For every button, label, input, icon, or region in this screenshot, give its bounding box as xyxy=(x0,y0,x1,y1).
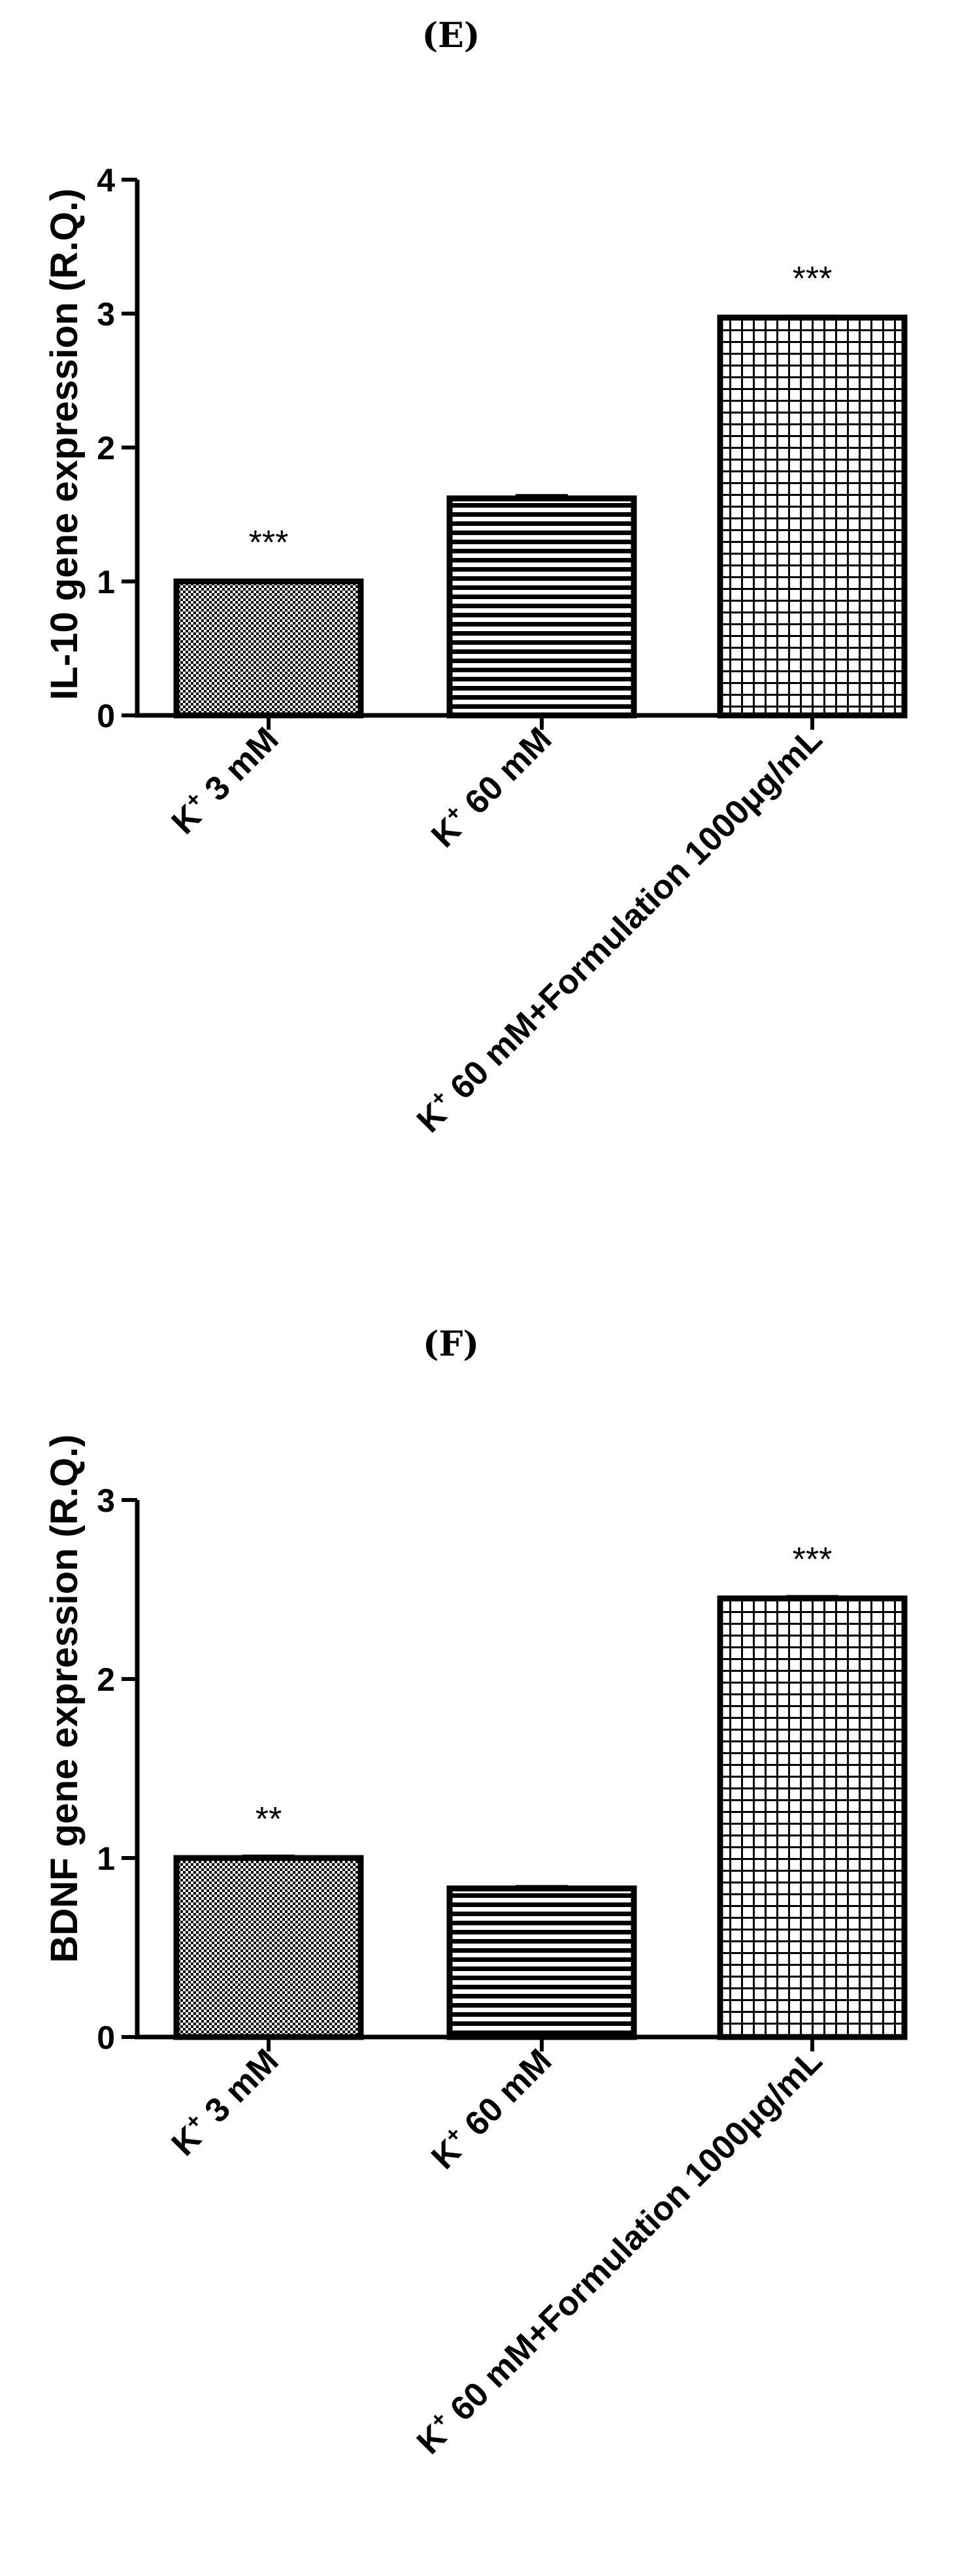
panel-f: (F) BDNF gene expression (R.Q.) 0 1 2 3 ** K+… xyxy=(43,1324,908,2462)
y-axis-label: IL-10 gene expression (R.Q.) xyxy=(43,188,86,700)
significance-label: *** xyxy=(249,524,289,562)
y-tick-label: 0 xyxy=(97,698,115,734)
y-tick-label: 0 xyxy=(97,2019,115,2056)
y-tick-label: 2 xyxy=(97,1661,115,1698)
bar xyxy=(446,1885,637,2040)
significance-label: *** xyxy=(793,260,833,298)
x-tick-label: K+ 60 mM xyxy=(422,719,559,855)
y-tick-label: 3 xyxy=(97,296,115,333)
significance-label: *** xyxy=(793,1541,833,1579)
panel-label: (F) xyxy=(423,1324,479,1364)
bar xyxy=(173,578,364,719)
y-tick-label: 1 xyxy=(97,1840,115,1877)
y-tick-label: 4 xyxy=(97,162,115,199)
panel-e: (E) IL-10 gene expression (R.Q.) 0 1 2 3 4 **… xyxy=(43,16,908,1140)
bar xyxy=(717,1595,908,2040)
x-tick-label: K+ 3 mM xyxy=(163,719,286,842)
bar xyxy=(173,1855,364,2040)
y-axis-label: BDNF gene expression (R.Q.) xyxy=(43,1435,86,1963)
y-tick-label: 2 xyxy=(97,430,115,466)
y-tick-label: 1 xyxy=(97,564,115,600)
bar xyxy=(446,495,637,719)
significance-label: ** xyxy=(256,1801,282,1838)
x-tick-label: K+ 60 mM xyxy=(422,2040,559,2177)
x-tick-label: K+ 3 mM xyxy=(163,2040,286,2164)
bar xyxy=(717,314,908,719)
panel-label: (E) xyxy=(422,16,480,56)
y-tick-label: 3 xyxy=(97,1482,115,1519)
